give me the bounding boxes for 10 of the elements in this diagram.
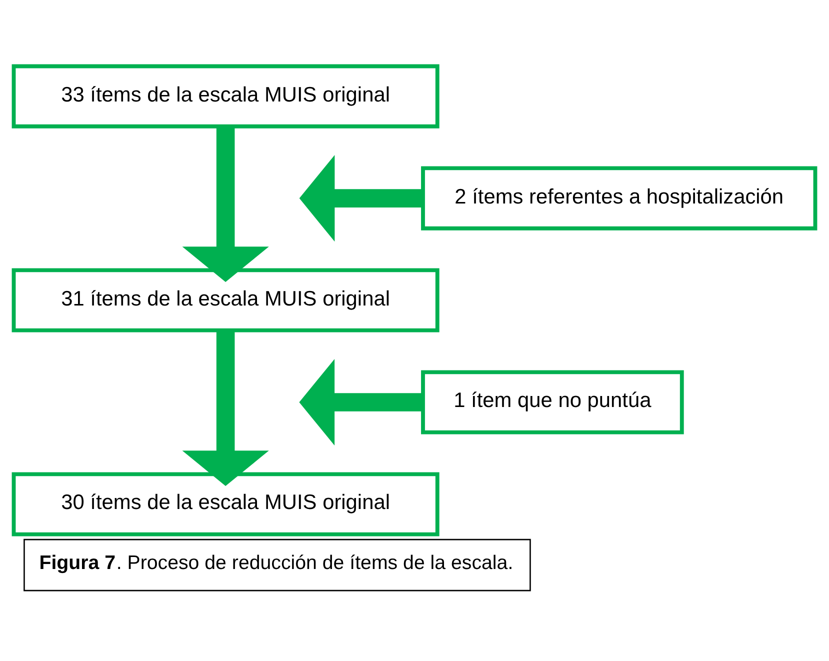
arrow bbox=[182, 126, 269, 282]
node-box: 30 ítems de la escala MUIS original bbox=[12, 472, 440, 536]
arrow bbox=[182, 330, 269, 486]
node-box: 1 ítem que no puntúa bbox=[421, 370, 684, 434]
node-box: 2 ítems referentes a hospitalización bbox=[421, 166, 818, 230]
arrow bbox=[299, 358, 423, 446]
caption: Figura 7. Proceso de reducción de ítems de la escala. bbox=[39, 551, 514, 574]
node-box: 33 ítems de la escala MUIS original bbox=[12, 64, 440, 128]
node-box: 31 ítems de la escala MUIS original bbox=[12, 268, 440, 332]
arrow bbox=[299, 154, 422, 242]
